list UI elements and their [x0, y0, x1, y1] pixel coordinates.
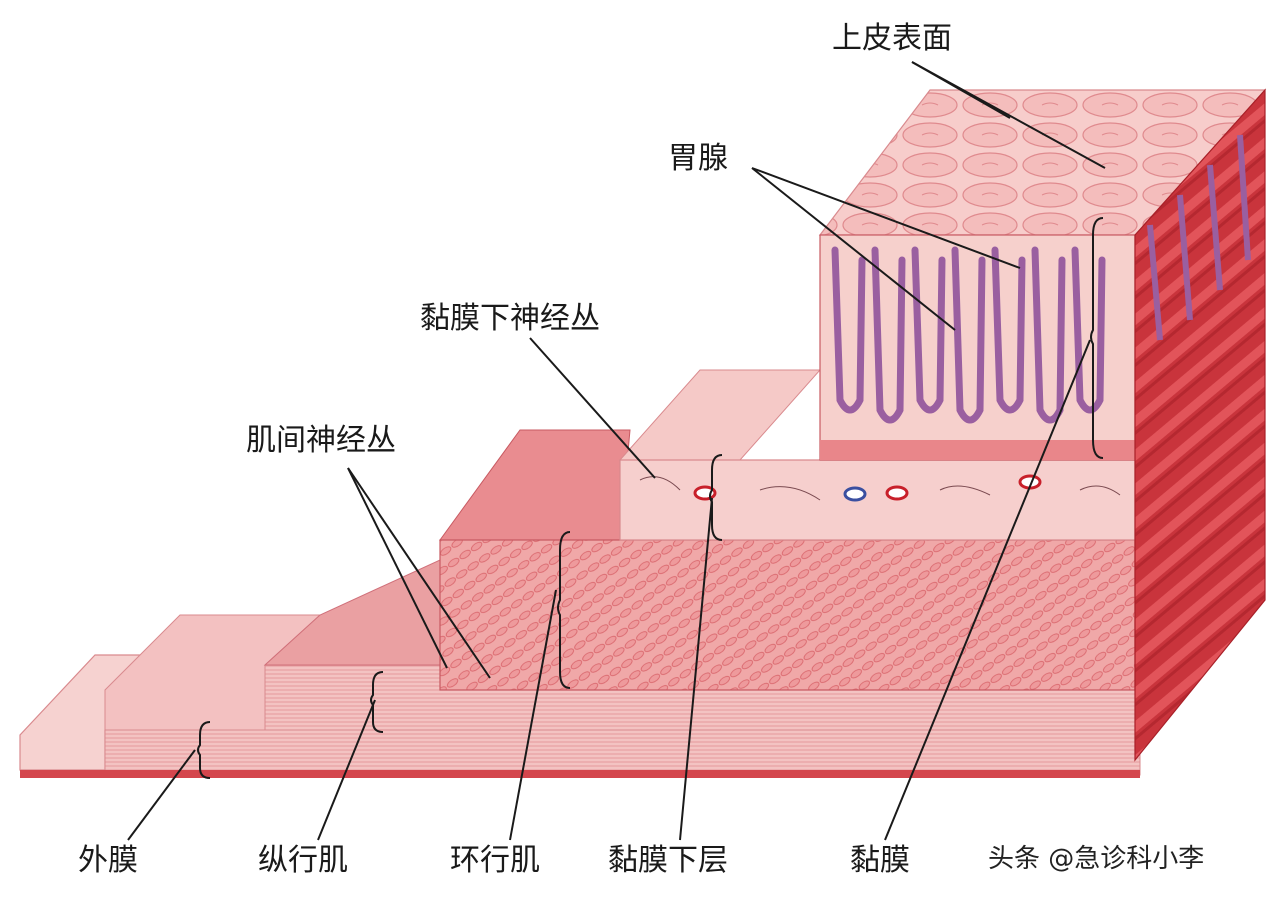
label-longitudinal-muscle: 纵行肌 [258, 843, 348, 878]
label-submucosa: 黏膜下层 [608, 843, 728, 878]
layer-brackets [197, 217, 1104, 779]
mucosa-layer [818, 88, 1267, 762]
label-submucosal-plexus: 黏膜下神经丛 [420, 301, 600, 336]
label-gastric-glands: 胃腺 [668, 141, 728, 176]
watermark: 头条 @急诊科小李 [988, 844, 1205, 874]
leader-lines [127, 61, 1106, 841]
label-circular-muscle: 环行肌 [450, 843, 540, 878]
label-mucosa: 黏膜 [850, 843, 910, 878]
label-epithelium-surface: 上皮表面 [832, 21, 952, 56]
gastric-glands [831, 246, 1106, 424]
label-myenteric-plexus: 肌间神经丛 [246, 423, 396, 458]
label-serosa: 外膜 [78, 843, 138, 878]
